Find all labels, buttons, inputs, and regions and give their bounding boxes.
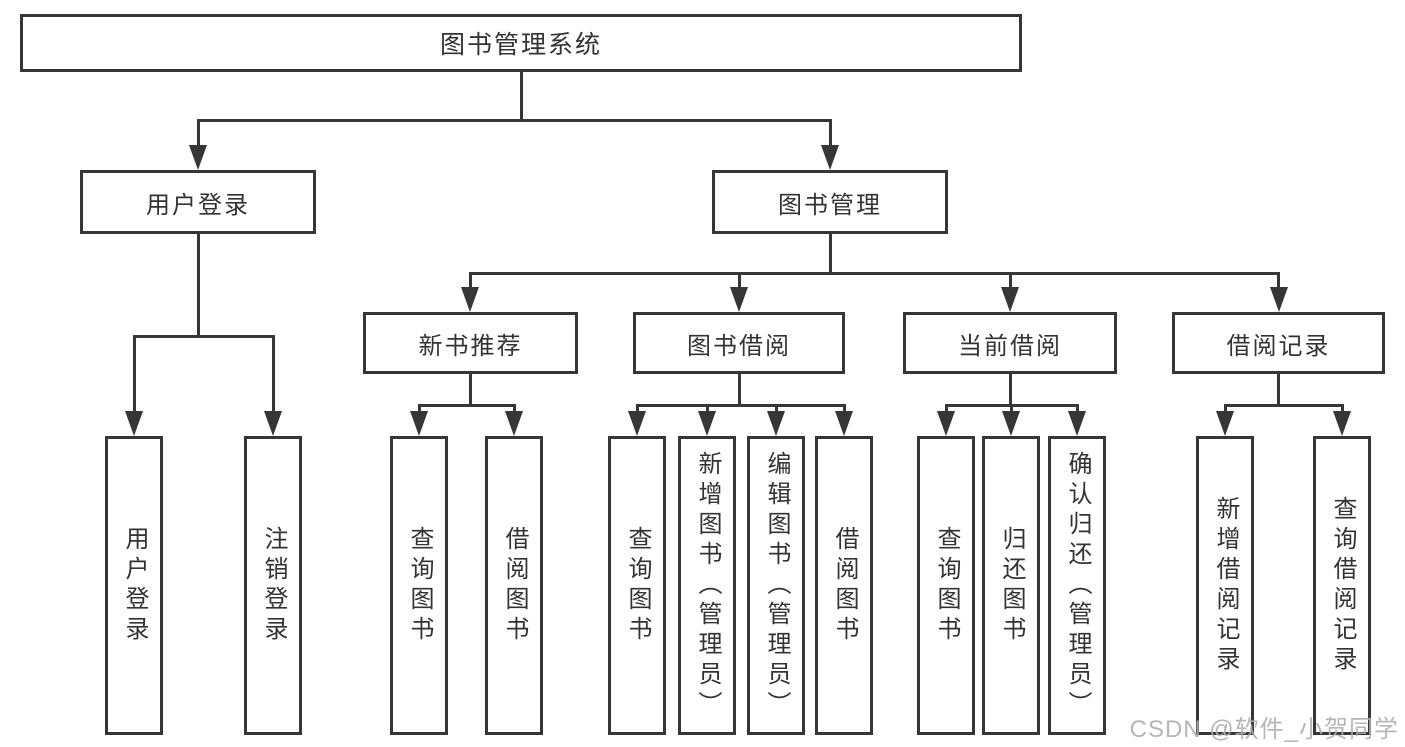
connector-line: [417, 403, 516, 407]
arrow-down-icon: [189, 145, 207, 170]
arrow-down-icon: [1216, 411, 1234, 436]
leaf-add-borrow-record: 新增借阅记录: [1196, 436, 1254, 735]
connector-line: [1008, 273, 1012, 289]
connector-line: [512, 405, 516, 413]
node-new-book-recommend-label: 新书推荐: [418, 332, 523, 360]
leaf-return-books: 归还图书: [982, 436, 1040, 735]
leaf-confirm-return-admin-label: 确认归还（管理员）: [1064, 450, 1091, 721]
connector-line: [132, 336, 136, 412]
leaf-return-books-label: 归还图书: [998, 525, 1025, 646]
csdn-watermark: CSDN @软件_小贺同学: [1129, 716, 1399, 743]
arrow-down-icon: [505, 411, 523, 436]
leaf-edit-books-admin: 编辑图书（管理员）: [747, 436, 805, 735]
leaf-user-login: 用户登录: [105, 436, 163, 735]
connector-line: [828, 233, 832, 273]
node-book-borrow-label: 图书借阅: [687, 332, 791, 360]
connector-line: [635, 403, 846, 407]
leaf-borrow-query-books-label: 查询图书: [624, 525, 651, 646]
connector-line: [1223, 403, 1344, 407]
node-root-label: 图书管理系统: [439, 31, 602, 59]
connector-line: [842, 405, 846, 413]
connector-line: [944, 405, 948, 413]
arrow-down-icon: [1333, 411, 1351, 436]
leaf-add-books-admin-label: 新增图书（管理员）: [694, 450, 721, 721]
connector-line: [737, 273, 741, 289]
arrow-down-icon: [264, 411, 282, 436]
leaf-current-query-books: 查询图书: [917, 436, 975, 735]
connector-line: [468, 273, 472, 289]
leaf-borrow-query-books: 查询图书: [608, 436, 666, 735]
arrow-down-icon: [821, 145, 839, 170]
connector-line: [196, 118, 832, 122]
node-new-book-recommend: 新书推荐: [363, 312, 578, 374]
node-book-management: 图书管理: [712, 170, 948, 234]
leaf-add-books-admin: 新增图书（管理员）: [678, 436, 736, 735]
arrow-down-icon: [937, 411, 955, 436]
connector-line: [1009, 405, 1013, 413]
arrow-down-icon: [461, 287, 479, 312]
leaf-user-login-label: 用户登录: [121, 525, 148, 646]
node-borrow-records: 借阅记录: [1172, 312, 1385, 374]
node-book-borrow: 图书借阅: [633, 312, 845, 374]
arrow-down-icon: [730, 287, 748, 312]
leaf-logout-label: 注销登录: [260, 525, 287, 646]
arrow-down-icon: [767, 411, 785, 436]
leaf-logout: 注销登录: [244, 436, 302, 735]
connector-line: [705, 405, 709, 413]
connector-line: [1223, 405, 1227, 413]
connector-line: [196, 233, 200, 336]
connector-line: [1277, 373, 1280, 405]
connector-line: [519, 72, 523, 120]
arrow-down-icon: [698, 411, 716, 436]
leaf-query-borrow-record: 查询借阅记录: [1313, 436, 1371, 735]
connector-line: [1008, 373, 1012, 405]
connector-line: [196, 120, 200, 147]
leaf-borrow-books-label: 借阅图书: [831, 525, 858, 646]
connector-line: [1075, 405, 1079, 413]
arrow-down-icon: [1269, 287, 1288, 312]
node-root: 图书管理系统: [20, 14, 1022, 72]
connector-line: [737, 373, 741, 405]
node-user-login: 用户登录: [80, 170, 316, 234]
connector-line: [1340, 405, 1344, 413]
arrow-down-icon: [1002, 411, 1020, 436]
arrow-down-icon: [1068, 411, 1086, 436]
connector-line: [1277, 273, 1280, 289]
leaf-add-borrow-record-label: 新增借阅记录: [1212, 495, 1239, 676]
connector-line: [635, 405, 639, 413]
leaf-borrow-books: 借阅图书: [815, 436, 873, 735]
leaf-edit-books-admin-label: 编辑图书（管理员）: [763, 450, 790, 721]
connector-line: [417, 405, 421, 413]
leaf-recommend-query-books-label: 查询图书: [406, 525, 433, 646]
arrow-down-icon: [835, 411, 853, 436]
node-current-borrow: 当前借阅: [903, 312, 1117, 374]
node-borrow-records-label: 借阅记录: [1226, 332, 1331, 360]
connector-line: [132, 334, 275, 338]
node-book-management-label: 图书管理: [778, 191, 882, 219]
arrow-down-icon: [410, 411, 428, 436]
leaf-recommend-query-books: 查询图书: [390, 436, 448, 735]
connector-line: [468, 271, 1280, 275]
node-user-login-label: 用户登录: [146, 191, 250, 219]
arrow-down-icon: [628, 411, 646, 436]
leaf-query-borrow-record-label: 查询借阅记录: [1329, 495, 1356, 676]
arrow-down-icon: [1001, 287, 1019, 312]
connector-line: [828, 120, 832, 147]
node-current-borrow-label: 当前借阅: [958, 332, 1062, 360]
leaf-confirm-return-admin: 确认归还（管理员）: [1048, 436, 1106, 735]
connector-line: [271, 336, 275, 412]
connector-line: [774, 405, 778, 413]
arrow-down-icon: [125, 411, 143, 436]
leaf-recommend-borrow-books-label: 借阅图书: [501, 525, 528, 646]
leaf-current-query-books-label: 查询图书: [933, 525, 960, 646]
connector-line: [468, 373, 472, 405]
leaf-recommend-borrow-books: 借阅图书: [485, 436, 543, 735]
